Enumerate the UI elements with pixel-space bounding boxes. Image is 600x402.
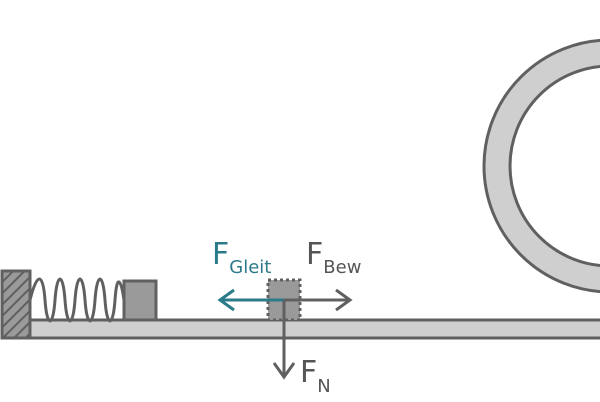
wall bbox=[0, 269, 32, 340]
friction-force-label-sub: Gleit bbox=[229, 257, 271, 278]
spring bbox=[28, 277, 126, 323]
motion-force-label: FBew bbox=[306, 237, 361, 278]
normal-force-arrow bbox=[272, 300, 296, 380]
motion-force-label-sub: Bew bbox=[323, 257, 361, 278]
friction-force-label-main: F bbox=[212, 237, 229, 272]
normal-force-label-main: F bbox=[300, 355, 317, 390]
motion-force-arrow bbox=[284, 288, 353, 312]
friction-force-arrow bbox=[217, 288, 284, 312]
track bbox=[26, 318, 600, 340]
loop-track bbox=[482, 38, 600, 294]
normal-force-label: FN bbox=[300, 355, 331, 397]
motion-force-label-main: F bbox=[306, 237, 323, 272]
friction-force-label: FGleit bbox=[212, 237, 271, 278]
normal-force-label-sub: N bbox=[317, 376, 330, 397]
spring-block bbox=[122, 279, 158, 322]
